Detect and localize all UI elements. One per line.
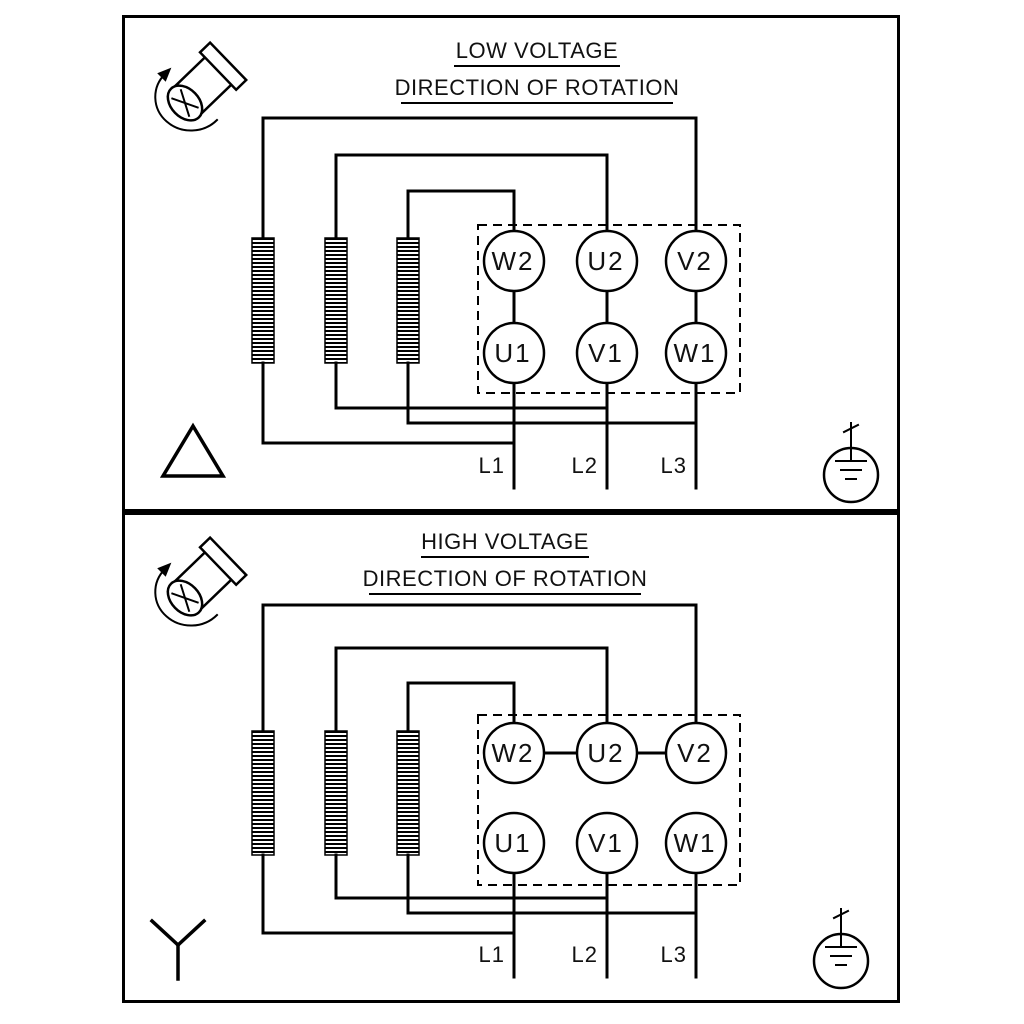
terminal-u1: U1: [482, 321, 546, 385]
terminal-v1: V1: [575, 321, 639, 385]
lead-label-l2: L2: [572, 942, 598, 967]
lead-label-l3: L3: [661, 453, 687, 478]
terminal-u2: U2: [575, 229, 639, 293]
terminal-w2: W2: [482, 229, 546, 293]
winding-coil: [251, 730, 275, 856]
terminal-label: W1: [674, 828, 717, 858]
terminal-w2: W2: [482, 721, 546, 785]
panel-header: HIGH VOLTAGE DIRECTION OF ROTATION: [363, 529, 648, 595]
low-voltage-drawing: LOW VOLTAGE DIRECTION OF ROTATION: [154, 38, 880, 504]
terminal-label: U1: [494, 828, 531, 858]
panel-title: LOW VOLTAGE: [456, 38, 618, 63]
high-voltage-panel: HIGH VOLTAGE DIRECTION OF ROTATION: [122, 512, 900, 1003]
winding-coil: [324, 730, 348, 856]
earth-ground-icon: [812, 908, 870, 990]
terminal-v2: V2: [664, 721, 728, 785]
panel-subtitle: DIRECTION OF ROTATION: [395, 75, 680, 100]
delta-symbol-icon: [159, 422, 227, 478]
wiring: [261, 603, 698, 979]
terminal-label: W1: [674, 338, 717, 368]
terminal-label: W2: [492, 246, 535, 276]
rotation-direction-icon: [154, 40, 248, 132]
terminal-label: U2: [587, 738, 624, 768]
terminal-label: V2: [677, 738, 713, 768]
motor-windings: [251, 237, 420, 364]
terminal-label: U1: [494, 338, 531, 368]
earth-ground-icon: [822, 422, 880, 504]
wye-symbol-icon: [149, 918, 207, 981]
panel-title: HIGH VOLTAGE: [421, 529, 589, 554]
terminal-w1: W1: [664, 811, 728, 875]
terminal-v1: V1: [575, 811, 639, 875]
terminal-v2: V2: [664, 229, 728, 293]
terminal-u1: U1: [482, 811, 546, 875]
winding-coil: [251, 237, 275, 364]
rotation-direction-icon: [154, 535, 248, 627]
low-voltage-panel: LOW VOLTAGE DIRECTION OF ROTATION: [122, 15, 900, 512]
terminal-label: V1: [588, 828, 624, 858]
terminal-board-outline: [477, 714, 741, 886]
wiring: [261, 116, 698, 490]
lead-label-l1: L1: [479, 453, 505, 478]
high-voltage-drawing: HIGH VOLTAGE DIRECTION OF ROTATION: [149, 529, 870, 990]
terminal-label: U2: [587, 246, 624, 276]
terminal-u2: U2: [575, 721, 639, 785]
terminal-w1: W1: [664, 321, 728, 385]
panel-subtitle: DIRECTION OF ROTATION: [363, 566, 648, 591]
winding-coil: [396, 237, 420, 364]
winding-coil: [324, 237, 348, 364]
lead-label-l1: L1: [479, 942, 505, 967]
winding-coil: [396, 730, 420, 856]
lead-label-l2: L2: [572, 453, 598, 478]
lead-label-l3: L3: [661, 942, 687, 967]
terminal-label: W2: [492, 738, 535, 768]
terminal-label: V2: [677, 246, 713, 276]
terminal-label: V1: [588, 338, 624, 368]
terminal-board-outline: [477, 224, 741, 394]
motor-windings: [251, 730, 420, 856]
panel-header: LOW VOLTAGE DIRECTION OF ROTATION: [395, 38, 680, 104]
